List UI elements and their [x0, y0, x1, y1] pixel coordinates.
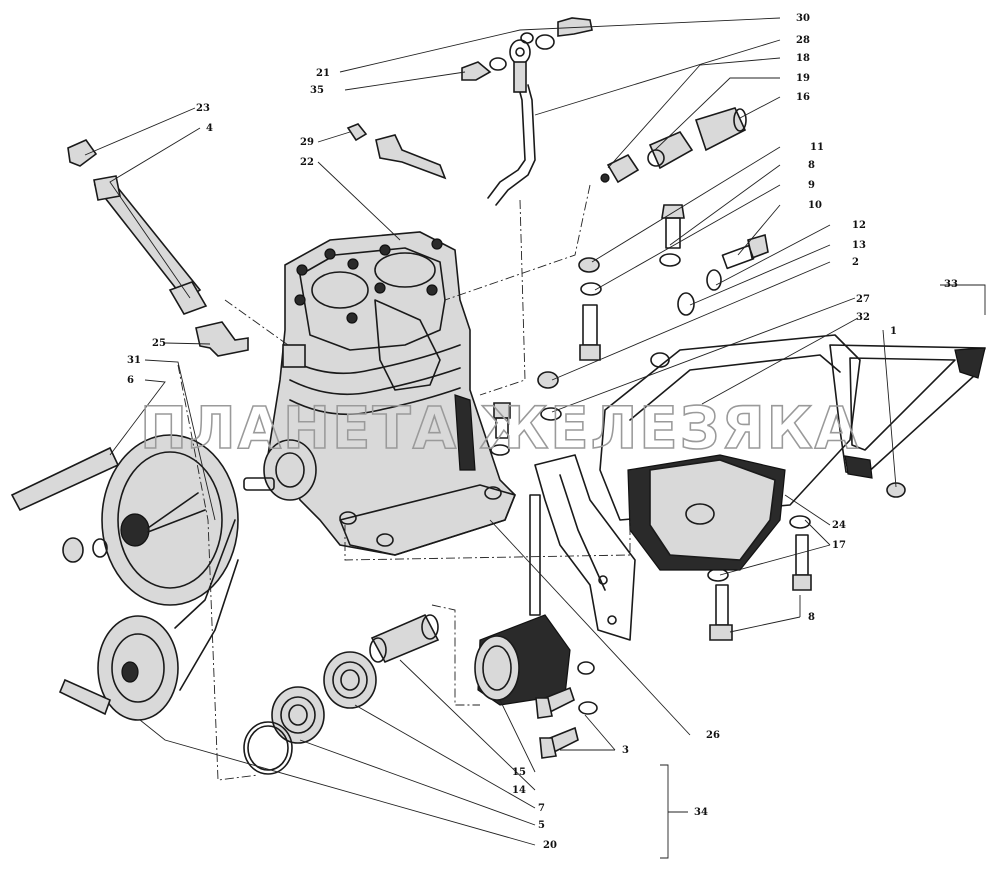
callout-label: 23 [196, 103, 210, 114]
callout-label: 3 [622, 745, 629, 756]
phantom-line-d [444, 184, 591, 301]
callout-label: 21 [316, 68, 330, 79]
snap-ring [243, 721, 293, 775]
callout-label: 31 [127, 355, 141, 366]
callout-label: 13 [852, 240, 866, 251]
callout-label: 2 [852, 257, 859, 268]
bolts-3 [535, 661, 598, 759]
phantom-line-a [224, 299, 289, 346]
callout-label: 15 [512, 767, 526, 778]
bolts-and-washers [490, 204, 906, 641]
pin-14 [369, 613, 440, 664]
callout-label: 22 [300, 157, 314, 168]
callout-label: 34 [694, 807, 708, 818]
callout-label: 17 [832, 540, 846, 551]
callout-label: 29 [300, 137, 314, 148]
valve-assembly-16-19 [600, 107, 747, 184]
watermark-text: ПЛАНЕТА ЖЕЛЕЗЯКА [140, 394, 860, 462]
pulley-6-31 [10, 434, 239, 606]
callout-label: 9 [808, 180, 815, 191]
callout-label: 1 [890, 326, 897, 337]
filter-tube-4 [67, 139, 208, 315]
callout-label: 5 [538, 820, 545, 831]
phantom-line-e [431, 604, 480, 706]
gasket-frame-33 [829, 344, 986, 479]
callout-label: 14 [512, 785, 526, 796]
bearing-7 [323, 651, 377, 709]
callout-label: 7 [538, 803, 545, 814]
phantom-line-c [479, 199, 526, 396]
callout-label: 26 [706, 730, 720, 741]
phantom-line-b [344, 510, 631, 561]
callout-label: 25 [152, 338, 166, 349]
callout-label: 27 [856, 294, 870, 305]
air-hose-assembly [461, 17, 593, 206]
callout-label: 35 [310, 85, 324, 96]
callout-label: 8 [808, 612, 815, 623]
bracket-26 [529, 454, 636, 641]
phantom-line-f [177, 364, 259, 781]
callout-label: 6 [127, 375, 134, 386]
callout-label: 11 [810, 142, 824, 153]
leader-lines [84, 17, 986, 859]
bracket-25 [195, 321, 249, 357]
callout-label: 10 [808, 200, 822, 211]
callout-label: 8 [808, 160, 815, 171]
callout-label: 24 [832, 520, 846, 531]
compressor-assembly [243, 231, 516, 556]
sleeve-15 [474, 614, 571, 706]
mounting-plate-2 [599, 334, 861, 571]
pulley-20 [58, 519, 239, 721]
callout-label: 18 [796, 53, 810, 64]
callout-label: 28 [796, 35, 810, 46]
callout-label: 12 [852, 220, 866, 231]
callout-label: 4 [206, 123, 213, 134]
outlet-fitting-22 [346, 123, 447, 180]
bearing-5 [271, 686, 325, 744]
callout-label: 19 [796, 73, 810, 84]
callout-labels: 30 28 18 19 16 21 35 29 22 23 4 11 8 9 1… [127, 13, 958, 851]
callout-label: 20 [543, 840, 557, 851]
callout-label: 33 [944, 279, 958, 290]
callout-label: 16 [796, 92, 810, 103]
callout-label: 32 [856, 312, 870, 323]
callout-label: 30 [796, 13, 810, 24]
